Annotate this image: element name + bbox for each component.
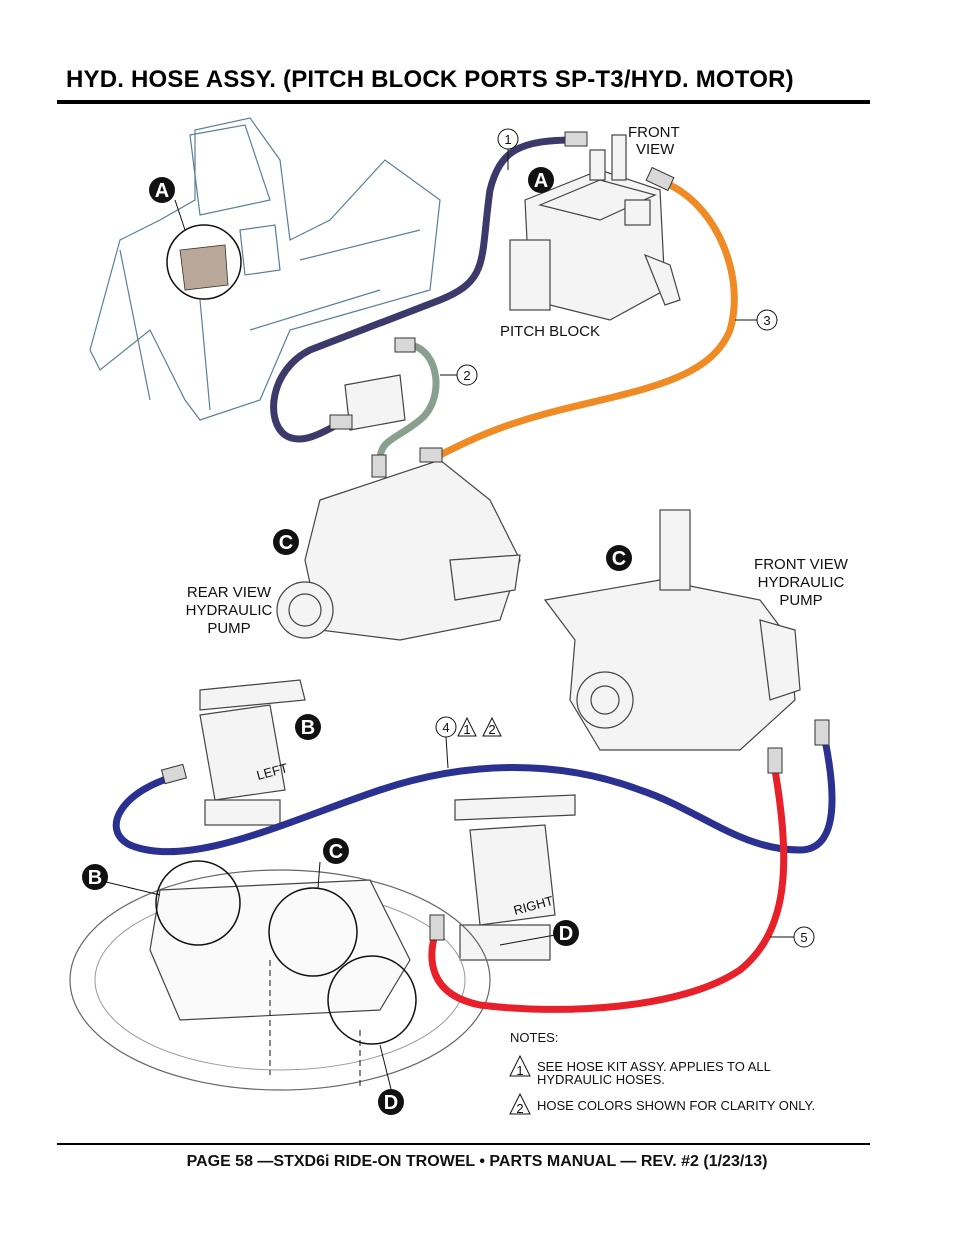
note-2-line-1: HOSE COLORS SHOWN FOR CLARITY ONLY. [537, 1098, 815, 1113]
svg-text:1: 1 [504, 132, 511, 147]
svg-text:A: A [534, 170, 548, 192]
detail-letter-d-2: D [378, 1089, 404, 1115]
title-rule [57, 100, 870, 104]
hose-5[interactable] [428, 766, 788, 1013]
svg-text:1: 1 [463, 722, 470, 737]
detail-letter-a-2: A [528, 167, 554, 193]
detail-circle-c [268, 887, 358, 977]
front-view-label-1: FRONT [628, 124, 680, 141]
trowel-base-drawing [69, 860, 491, 1091]
detail-letter-b-1: B [295, 714, 321, 740]
front-pump-label-1: FRONT VIEW [754, 556, 849, 573]
detail-letter-c-1: C [273, 529, 299, 555]
hose-3[interactable] [436, 181, 738, 459]
detail-circle-d [327, 955, 417, 1045]
right-motor-drawing: RIGHT [454, 794, 576, 961]
detail-letter-a-1: A [149, 177, 175, 203]
svg-text:D: D [384, 1092, 398, 1114]
detail-circle-a [166, 224, 242, 300]
front-pump-label-2: HYDRAULIC [758, 574, 845, 591]
callout-2: 2 [440, 364, 478, 386]
callout-4: 4 1 2 [435, 716, 502, 769]
svg-text:B: B [301, 717, 315, 739]
svg-text:2: 2 [463, 368, 470, 383]
rear-view-pump-drawing [276, 374, 521, 641]
pitch-block-drawing [509, 134, 681, 321]
svg-text:3: 3 [763, 313, 770, 328]
svg-text:2: 2 [516, 1101, 523, 1116]
rear-view-label-1: REAR VIEW [187, 584, 272, 601]
callout-1: 1 [497, 128, 519, 170]
svg-text:A: A [155, 180, 169, 202]
note-1-line-1: SEE HOSE KIT ASSY. APPLIES TO ALL [537, 1059, 771, 1074]
callout-5: 5 [770, 926, 815, 948]
front-view-pump-drawing [543, 509, 801, 751]
callout-3: 3 [735, 309, 778, 331]
pitch-block-label: PITCH BLOCK [500, 323, 600, 340]
front-view-label-2: VIEW [636, 141, 675, 158]
page-title: HYD. HOSE ASSY. (PITCH BLOCK PORTS SP-T3… [66, 66, 794, 93]
svg-text:D: D [559, 923, 573, 945]
front-pump-label-3: PUMP [779, 592, 822, 609]
hose-fittings [160, 131, 830, 941]
note-1-line-2: HYDRAULIC HOSES. [537, 1072, 665, 1087]
svg-text:4: 4 [442, 720, 449, 735]
detail-letter-b-2: B [82, 864, 108, 890]
svg-text:C: C [612, 548, 626, 570]
rear-view-label-3: PUMP [207, 620, 250, 637]
svg-text:5: 5 [800, 930, 807, 945]
detail-letter-c-2: C [606, 545, 632, 571]
notes-section: NOTES: 1 SEE HOSE KIT ASSY. APPLIES TO A… [509, 1030, 815, 1116]
hose-2[interactable] [376, 341, 440, 464]
svg-text:C: C [329, 841, 343, 863]
hose-4[interactable] [112, 736, 836, 856]
notes-heading: NOTES: [510, 1030, 558, 1045]
hose-1[interactable] [270, 136, 579, 443]
left-motor-drawing: LEFT [199, 679, 306, 826]
trowel-frame-drawing [89, 117, 441, 421]
detail-letter-d-1: D [553, 920, 579, 946]
rear-view-label-2: HYDRAULIC [186, 602, 273, 619]
svg-text:2: 2 [488, 722, 495, 737]
footer-rule [57, 1143, 870, 1145]
svg-text:1: 1 [516, 1063, 523, 1078]
detail-circle-b [155, 860, 241, 946]
detail-letter-c-3: C [323, 838, 349, 864]
svg-text:C: C [279, 532, 293, 554]
page-footer: PAGE 58 —STXD6i RIDE-ON TROWEL • PARTS M… [186, 1153, 768, 1170]
svg-text:B: B [88, 867, 102, 889]
